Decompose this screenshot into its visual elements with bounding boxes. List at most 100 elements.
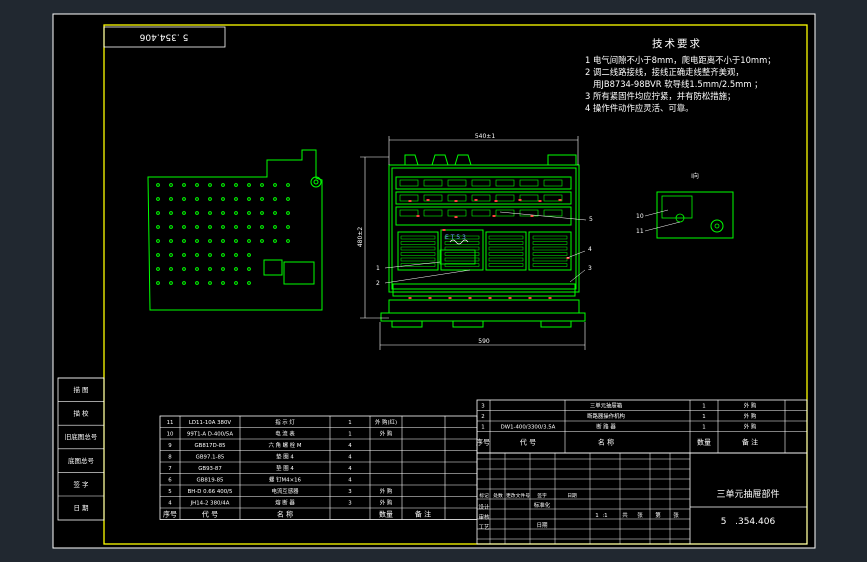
dimensions: 540±1 590 480±2	[357, 133, 586, 350]
sheet-mark: 1	[595, 513, 599, 519]
title-block: 三单元抽屉部件 5 .354.406 标记处数更改文件号签字日期设计审核工艺标准…	[476, 452, 808, 545]
mounting-hole	[169, 211, 173, 215]
mounting-hole	[247, 281, 251, 285]
bom-left-cell: GB93-87	[198, 466, 222, 472]
mounting-hole	[195, 183, 199, 187]
sheet-mark: :1	[602, 513, 607, 519]
role-label: 工艺	[478, 524, 490, 531]
component-slot	[471, 179, 491, 187]
terminal-strip	[488, 241, 524, 245]
mounting-hole	[273, 225, 277, 229]
red-marker	[488, 297, 492, 299]
mounting-hole	[169, 239, 173, 243]
bom-left-cell: GB97.1-85	[196, 455, 225, 461]
drawing-code: 5 .354.406	[721, 517, 776, 527]
mounting-hole	[182, 239, 186, 243]
stamp-label: 底图总号	[68, 456, 95, 465]
bom-left-header: 序号	[163, 510, 177, 519]
component-slot	[543, 209, 563, 217]
component-slot	[423, 179, 443, 187]
bom-left-cell: 螺 钉M4×16	[269, 476, 302, 484]
signature-header: 签字	[537, 492, 547, 499]
red-marker	[442, 229, 446, 231]
red-marker	[492, 215, 496, 217]
terminal-strip	[488, 257, 524, 262]
mounting-hole	[273, 183, 277, 187]
mounting-hole	[260, 225, 264, 229]
bom-left-cell: LD11-10A 380V	[189, 420, 232, 426]
mounting-hole	[195, 267, 199, 271]
role-label: 设计	[478, 503, 490, 511]
tech-line-5: 4 操作件动作应灵活、可靠。	[585, 103, 694, 113]
mounting-hole	[208, 183, 212, 187]
bom-left-cell: GB817D-85	[194, 443, 225, 449]
tech-line-2: 2 调二线路接线，接线正确走线整齐美观，	[585, 67, 744, 77]
mounting-hole	[234, 211, 238, 215]
standardization-label: 标准化	[534, 501, 551, 509]
callout-3: 3	[588, 265, 592, 272]
mounting-hole	[247, 197, 251, 201]
terminal-strip	[488, 252, 524, 256]
date-label: 日期	[536, 522, 548, 529]
red-marker	[528, 297, 532, 299]
red-marker	[548, 297, 552, 299]
bom-left-cell: 外 购(红)	[375, 418, 397, 426]
mounting-hole	[234, 225, 238, 229]
component-slot	[543, 179, 563, 187]
mounting-hole	[247, 253, 251, 257]
mounting-hole	[286, 239, 290, 243]
mounting-hole	[208, 281, 212, 285]
bom-left-cell: 3	[348, 501, 351, 507]
front-view-drawer	[380, 154, 586, 328]
bom-right-cell: 2	[481, 414, 484, 420]
mounting-holes	[156, 183, 290, 285]
bom-left-cell: 外 购	[380, 487, 393, 495]
terminal-strip	[400, 241, 436, 245]
mounting-hole	[195, 281, 199, 285]
red-marker	[454, 216, 458, 218]
mounting-hole	[156, 239, 160, 243]
mounting-hole	[195, 197, 199, 201]
bom-right-header: 代 号	[520, 438, 536, 447]
component-slot	[519, 179, 539, 187]
bom-left-cell: 垫 圈 4	[276, 464, 294, 472]
callout-1: 1	[376, 265, 380, 272]
mounting-hole	[169, 281, 173, 285]
terminal-strip	[444, 263, 480, 267]
mounting-hole	[156, 197, 160, 201]
component-tag: E T 5 3	[445, 234, 466, 241]
bom-right-header: 序号	[476, 438, 490, 447]
dim-height: 480±2	[357, 227, 364, 247]
mounting-hole	[182, 211, 186, 215]
terminal-strip	[444, 252, 480, 256]
mounting-hole	[221, 267, 225, 271]
component-slot	[399, 209, 419, 217]
wiring-markers	[408, 199, 570, 299]
stamp-label: 描 图	[73, 385, 88, 394]
red-marker	[494, 200, 498, 202]
sheet-mark: 张	[673, 511, 679, 519]
bom-right-cell: 1	[702, 425, 705, 431]
mounting-hole	[182, 267, 186, 271]
terminal-strip	[532, 241, 568, 245]
bom-left-cell: 8	[168, 455, 172, 461]
bom-left-cell: GB819-85	[197, 478, 224, 484]
sheet-mark: 共	[622, 511, 628, 519]
sheet-border	[103, 24, 808, 545]
red-marker	[530, 215, 534, 217]
mounting-hole	[182, 225, 186, 229]
component-slot	[447, 179, 467, 187]
terminal-strip	[532, 246, 568, 251]
component-slot	[399, 179, 419, 187]
sheet-mark: 第	[655, 511, 661, 519]
dim-bottom-width: 590	[478, 338, 490, 345]
tech-title: 技术要求	[652, 37, 702, 50]
mounting-hole	[286, 183, 290, 187]
mounting-hole	[221, 253, 225, 257]
terminal-strip	[400, 235, 436, 240]
sheet-mark: 张	[637, 511, 643, 519]
